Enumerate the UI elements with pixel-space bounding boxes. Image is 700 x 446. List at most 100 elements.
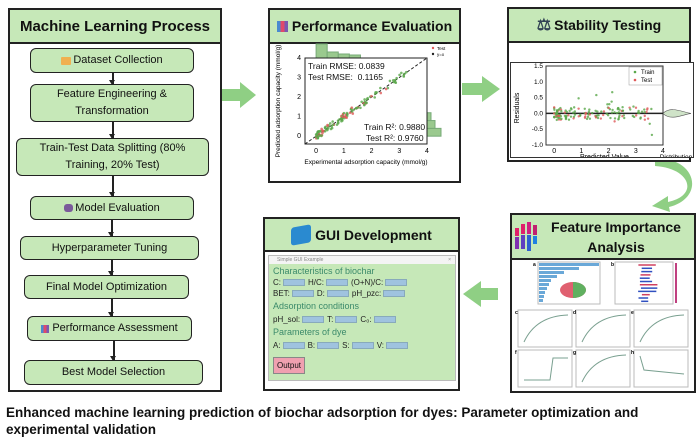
- test-point: [577, 107, 580, 110]
- step-feature-engineering: Feature Engineering & Transformation: [30, 84, 194, 122]
- legend-label: y=x: [437, 52, 445, 57]
- train-point: [617, 118, 620, 121]
- phsol-input[interactable]: [302, 316, 325, 324]
- test-point: [634, 106, 638, 109]
- train-point: [366, 96, 369, 100]
- train-point: [610, 100, 613, 103]
- close-icon[interactable]: ×: [448, 257, 451, 263]
- bet-input[interactable]: [291, 290, 314, 298]
- importance-bar: [539, 267, 579, 270]
- step-model-evaluation: Model Evaluation: [30, 196, 194, 220]
- x-tick-label: 0: [552, 148, 556, 155]
- train-point: [615, 111, 619, 115]
- phpzc-input[interactable]: [383, 290, 406, 298]
- c-input[interactable]: [283, 279, 305, 287]
- importance-bar: [539, 275, 557, 278]
- importance-bar: [539, 283, 549, 286]
- pdp-curve: [639, 314, 685, 343]
- train-point: [572, 111, 575, 114]
- train-point: [591, 111, 594, 115]
- y-tick-label: 0.0: [534, 110, 543, 117]
- subplot-frame: [517, 309, 573, 348]
- onc-input[interactable]: [385, 279, 408, 287]
- plot-frame: [545, 65, 664, 146]
- train-point: [374, 90, 377, 94]
- a-input[interactable]: [282, 342, 305, 350]
- gui-window: Simple GUI Example × Characteristics of …: [268, 255, 456, 381]
- train-point: [618, 108, 621, 111]
- test-point: [607, 106, 610, 110]
- plot-frame: [304, 57, 428, 145]
- train-point: [629, 108, 632, 111]
- b-input[interactable]: [317, 342, 340, 350]
- test-point: [645, 110, 648, 114]
- c0-input[interactable]: [373, 316, 396, 324]
- train-point: [359, 106, 362, 110]
- train-point: [379, 86, 382, 90]
- pdp-curve: [523, 314, 569, 343]
- output-button[interactable]: Output: [273, 357, 306, 374]
- train-point: [346, 113, 349, 116]
- x-tick-label: 2: [370, 148, 374, 155]
- train-point: [560, 117, 563, 121]
- train-point: [335, 123, 339, 126]
- test-point: [646, 107, 649, 110]
- train-point: [393, 78, 397, 82]
- train-point: [336, 121, 340, 124]
- x-axis-label: Experimental adsorption capacity (mmol/g…: [304, 159, 427, 166]
- legend-marker: [431, 52, 435, 56]
- test-point: [584, 111, 588, 115]
- conditions-row: pH_sol:T:C₀:: [273, 314, 451, 325]
- pie-slice: [573, 282, 586, 298]
- test-rmse: Test RMSE: 0.1165: [308, 72, 383, 82]
- train-point: [388, 79, 392, 83]
- train-point: [587, 110, 591, 113]
- v-input[interactable]: [385, 342, 408, 350]
- train-point: [554, 113, 558, 116]
- balance-scale-icon: ⚖: [536, 17, 552, 34]
- biochar-row-2: BET:D:pH_pzc:: [273, 288, 451, 299]
- train-point: [613, 111, 616, 114]
- train-point: [621, 105, 624, 109]
- test-r2: Test R²: 0.9760: [366, 133, 424, 143]
- step-label: Model Evaluation: [75, 201, 160, 214]
- section-dye: Parameters of dye: [273, 327, 347, 337]
- test-point: [594, 116, 598, 119]
- train-point: [552, 115, 556, 119]
- train-point: [650, 133, 654, 137]
- s-input[interactable]: [351, 342, 374, 350]
- train-point: [588, 108, 591, 111]
- train-point: [331, 120, 334, 123]
- curved-arrow-icon: [652, 158, 693, 212]
- ml-process-title: Machine Learning Process: [10, 10, 220, 44]
- t-input[interactable]: [335, 316, 358, 324]
- train-point: [588, 117, 592, 120]
- x-tick-label: 1: [579, 148, 583, 155]
- test-point: [341, 115, 345, 119]
- gui-title: GUI Development: [265, 219, 458, 252]
- train-point: [617, 111, 621, 114]
- d-input[interactable]: [326, 290, 349, 298]
- x-tick-label: 4: [661, 148, 665, 155]
- test-point: [643, 114, 646, 118]
- y-tick-label: 0: [297, 133, 301, 140]
- importance-bar: [539, 279, 551, 282]
- robot-icon: [64, 204, 74, 212]
- test-point: [602, 113, 605, 117]
- legend-label: Train: [641, 70, 654, 76]
- train-point: [586, 115, 590, 119]
- x-tick-label: 0: [314, 148, 318, 155]
- folder-icon: [61, 56, 72, 65]
- train-point: [363, 103, 366, 106]
- hc-input[interactable]: [326, 279, 348, 287]
- train-point: [570, 108, 573, 111]
- subplot-label: h: [631, 350, 634, 356]
- train-point: [330, 126, 334, 130]
- train-point: [610, 111, 614, 114]
- test-point: [326, 123, 329, 127]
- y-tick-label: 3: [297, 75, 301, 82]
- train-point: [611, 108, 614, 112]
- step-performance-assessment: Performance Assessment: [27, 316, 192, 341]
